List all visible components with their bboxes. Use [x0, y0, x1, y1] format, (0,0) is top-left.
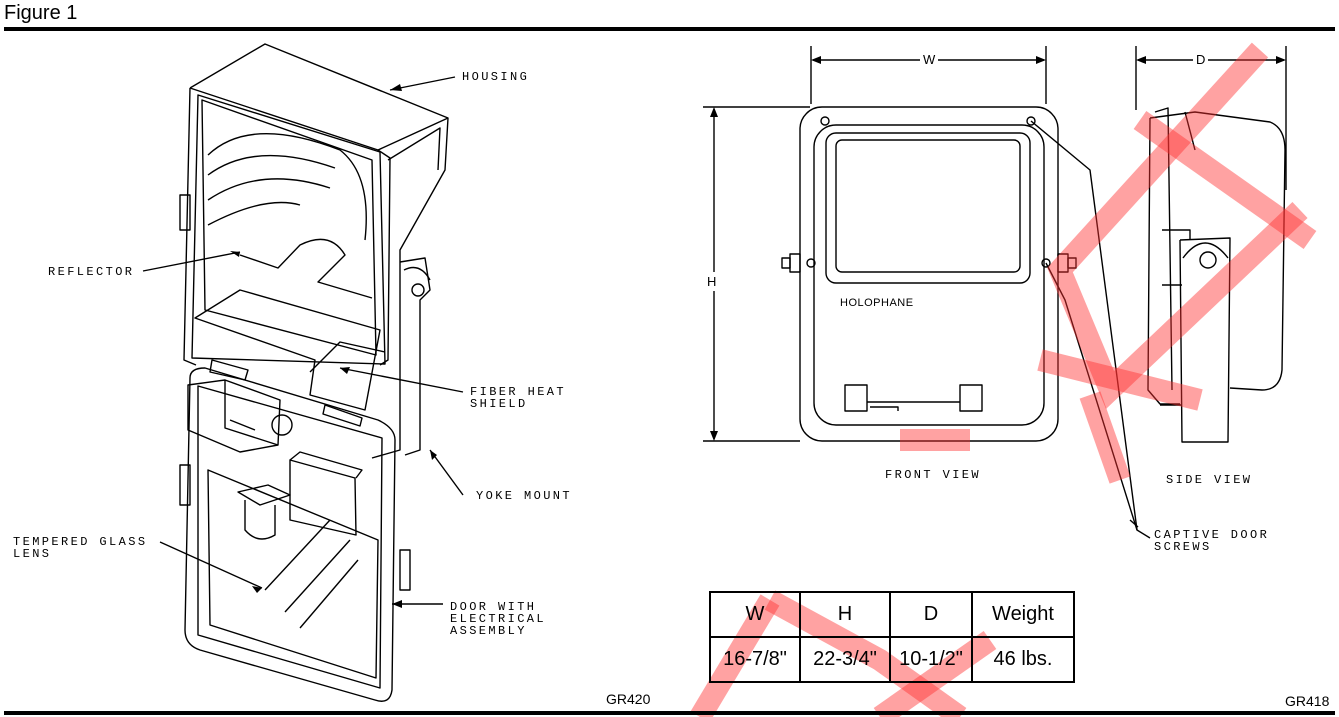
table-cell: 16-7/8" — [709, 636, 801, 683]
label-tempered-glass-lens: TEMPERED GLASS LENS — [13, 535, 148, 561]
bottom-rule — [4, 711, 1335, 715]
table-cell: 46 lbs. — [971, 636, 1075, 683]
drawing-code-right: GR418 — [1285, 693, 1330, 709]
top-rule — [4, 27, 1335, 31]
table-header-cell: W — [709, 591, 801, 638]
table-header-cell: H — [799, 591, 891, 638]
label-reflector: REFLECTOR — [48, 265, 135, 279]
brand-label: HOLOPHANE — [840, 297, 914, 309]
table-cell: 22-3/4" — [799, 636, 891, 683]
label-side-view: SIDE VIEW — [1166, 473, 1253, 487]
figure-title: Figure 1 — [4, 2, 78, 24]
label-front-view: FRONT VIEW — [885, 468, 982, 482]
dimension-table: W H D Weight 16-7/8" 22-3/4" 10-1/2" 46 … — [709, 591, 1075, 683]
table-header-cell: D — [889, 591, 973, 638]
table-header-row: W H D Weight — [709, 591, 1075, 638]
exploded-fixture-drawing — [142, 43, 464, 702]
dim-h-letter: H — [706, 272, 718, 291]
table-header-cell: Weight — [971, 591, 1075, 638]
label-door-assembly: DOOR WITH ELECTRICAL ASSEMBLY — [450, 600, 547, 638]
side-view-drawing — [1030, 46, 1287, 539]
dim-d-letter: D — [1193, 52, 1209, 67]
dimension-arrows — [230, 56, 1286, 608]
drawing-code-left: GR420 — [606, 691, 651, 707]
label-housing: HOUSING — [462, 70, 530, 84]
label-fiber-heat-shield: FIBER HEAT SHIELD — [470, 385, 567, 411]
label-yoke-mount: YOKE MOUNT — [476, 489, 573, 503]
front-view-drawing — [703, 46, 1077, 442]
table-cell: 10-1/2" — [889, 636, 973, 683]
dim-w-letter: W — [920, 52, 939, 67]
table-row: 16-7/8" 22-3/4" 10-1/2" 46 lbs. — [709, 636, 1075, 683]
label-captive-door-screws: CAPTIVE DOOR SCREWS — [1154, 528, 1270, 554]
